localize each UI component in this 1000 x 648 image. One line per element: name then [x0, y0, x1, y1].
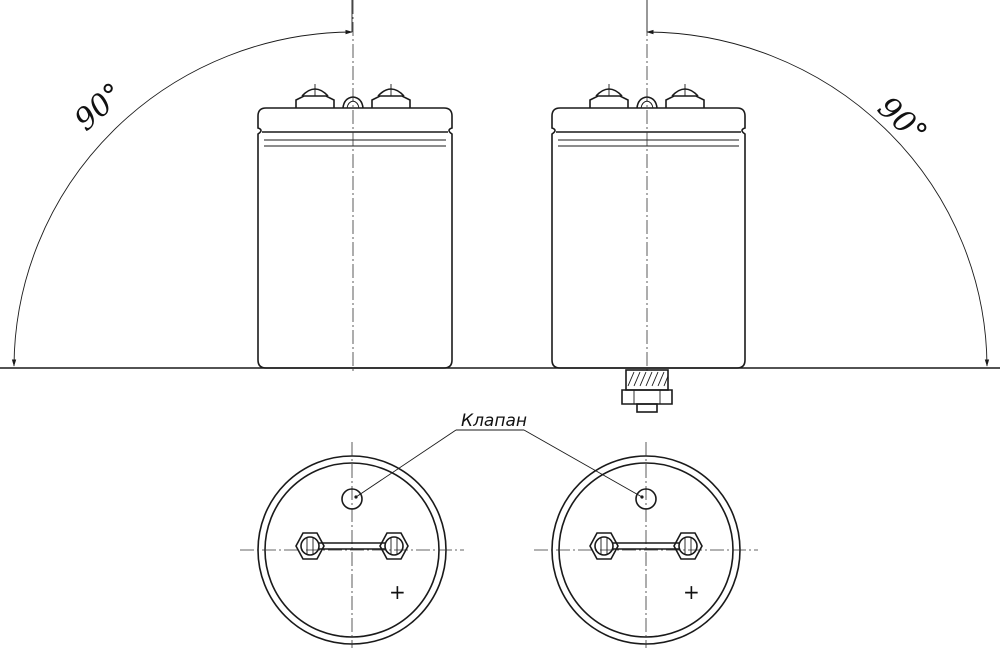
mounting-stud [621, 369, 673, 413]
terminal-hex-nut [589, 532, 619, 560]
valve-circle [635, 488, 657, 510]
terminal-hex-nut [673, 532, 703, 560]
right-angle-label: 90° [871, 90, 934, 152]
terminal-hex-nut [379, 532, 409, 560]
left-terminal-screw [295, 84, 335, 108]
right-angle-dimension: 90° [646, 0, 990, 367]
positive-polarity-mark: + [683, 580, 700, 604]
left-capacitor-top-view: + [240, 442, 464, 648]
right-capacitor-side-view [551, 0, 746, 413]
left-terminal-screw [589, 84, 629, 108]
left-angle-label: 90° [68, 76, 131, 138]
right-capacitor-top-view: + [534, 442, 758, 648]
right-terminal-screw [371, 84, 411, 108]
valve-label: Клапан [461, 411, 527, 431]
right-terminal-screw [665, 84, 705, 108]
valve-circle [341, 488, 363, 510]
left-capacitor-side-view [257, 0, 453, 372]
valve-callout: Клапан [354, 411, 644, 499]
left-angle-dimension: 90° [11, 0, 353, 367]
positive-polarity-mark: + [389, 580, 406, 604]
terminal-hex-nut [295, 532, 325, 560]
